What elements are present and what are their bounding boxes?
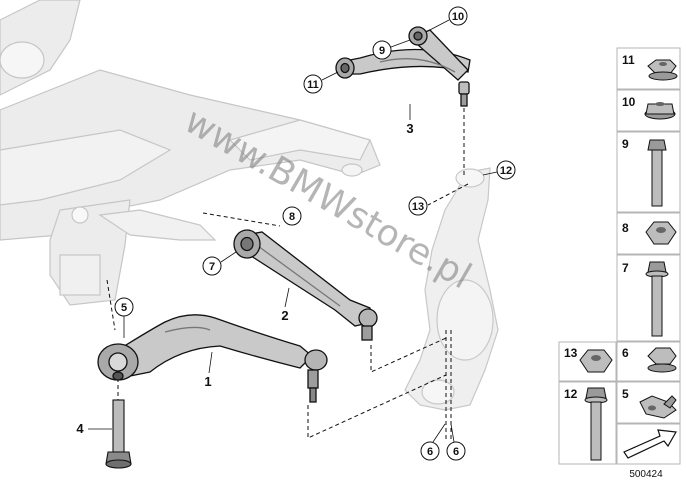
- part-label-2: 2: [281, 287, 290, 323]
- callout-6-right: 6: [446, 423, 466, 461]
- svg-text:9: 9: [379, 45, 385, 57]
- svg-text:12: 12: [500, 165, 512, 177]
- part-label-4: 4: [76, 421, 112, 436]
- callout-13: 13: [408, 196, 428, 216]
- legend-item-5: 5: [622, 387, 677, 419]
- callout-9: 9: [372, 39, 411, 60]
- legend-item-7: 7: [622, 261, 669, 337]
- diagram-id: 500424: [629, 469, 663, 480]
- callout-12: 12: [482, 160, 516, 180]
- arrow-icon: [623, 429, 677, 459]
- legend-item-9: 9: [622, 137, 667, 207]
- legend-item-11: 11: [622, 53, 678, 81]
- svg-text:1: 1: [204, 374, 211, 389]
- legend-item-10: 10: [622, 95, 676, 120]
- svg-text:4: 4: [76, 421, 84, 436]
- part-label-3: 3: [406, 104, 414, 136]
- callout-10: 10: [425, 6, 468, 33]
- callout-8: 8: [282, 206, 302, 226]
- assembly-lines: [106, 108, 469, 440]
- lower-arm-bolt: [105, 399, 132, 469]
- legend-item-13: 13: [564, 346, 613, 373]
- svg-text:13: 13: [564, 346, 578, 360]
- svg-text:10: 10: [452, 11, 464, 23]
- tension-strut: [233, 229, 378, 341]
- svg-text:7: 7: [209, 261, 215, 273]
- svg-text:5: 5: [622, 387, 629, 401]
- svg-text:7: 7: [622, 261, 629, 275]
- svg-text:6: 6: [453, 446, 459, 458]
- part-label-1: 1: [204, 351, 213, 389]
- subframe-ghost: [0, 0, 381, 306]
- callout-6-left: 6: [420, 423, 446, 461]
- svg-text:12: 12: [564, 387, 578, 401]
- svg-text:3: 3: [406, 121, 413, 136]
- svg-text:10: 10: [622, 95, 636, 109]
- svg-text:6: 6: [427, 446, 433, 458]
- callout-5: 5: [114, 297, 134, 338]
- svg-text:13: 13: [412, 201, 424, 213]
- svg-text:11: 11: [307, 79, 319, 91]
- upper-control-arm: [335, 26, 471, 107]
- callout-11: 11: [303, 71, 339, 94]
- lower-control-arm: [97, 314, 328, 403]
- svg-text:5: 5: [121, 302, 127, 314]
- legend-item-6: 6: [622, 346, 677, 373]
- svg-text:6: 6: [622, 346, 629, 360]
- callout-7: 7: [202, 251, 237, 276]
- svg-text:8: 8: [622, 221, 629, 235]
- legend-item-8: 8: [622, 221, 677, 245]
- svg-text:9: 9: [622, 137, 629, 151]
- legend-item-12: 12: [564, 387, 608, 461]
- svg-text:2: 2: [281, 308, 288, 323]
- svg-text:11: 11: [622, 53, 635, 67]
- svg-text:8: 8: [289, 211, 295, 223]
